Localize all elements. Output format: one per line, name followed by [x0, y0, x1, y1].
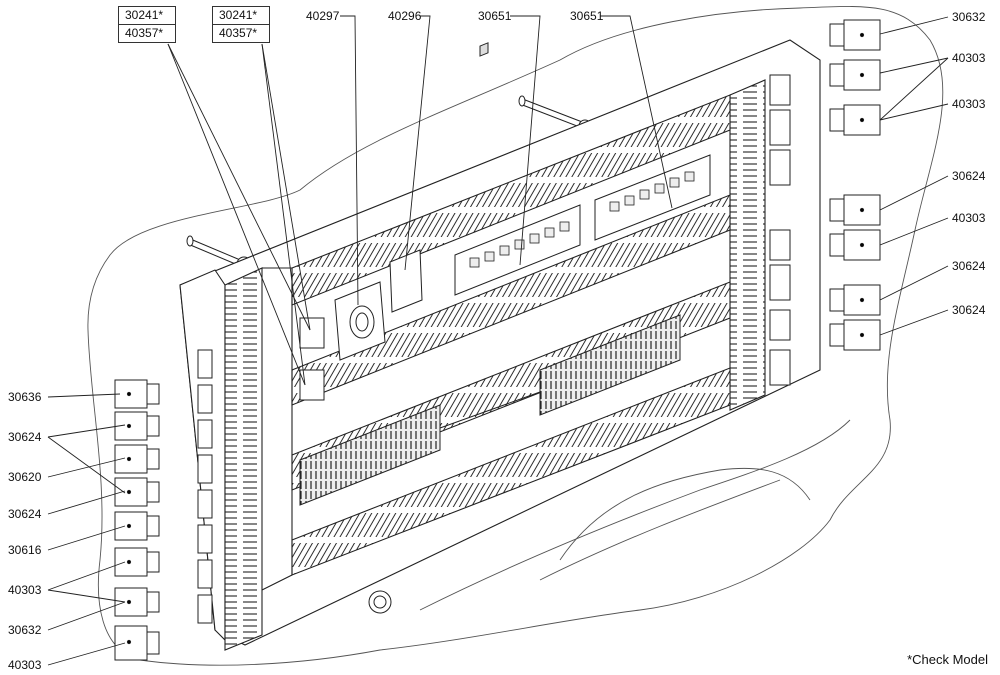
callout-box-1-line1: 30241* — [125, 8, 164, 22]
callout-box-2-line1: 30241* — [219, 8, 258, 22]
callout-box-2-line2: 40357* — [213, 24, 269, 42]
left-label-1: 30636 — [8, 390, 42, 404]
callout-box-2: 30241* 40357* — [212, 6, 270, 43]
background-outline — [87, 6, 944, 666]
right-label-6: 30624 — [952, 259, 986, 273]
left-label-7: 30632 — [8, 623, 42, 637]
right-label-2: 40303 — [952, 51, 986, 65]
callout-box-1: 30241* 40357* — [118, 6, 176, 43]
callout-box-1-line2: 40357* — [119, 24, 175, 42]
right-label-5: 40303 — [952, 211, 986, 225]
left-label-8: 40303 — [8, 658, 42, 672]
top-label-2: 40296 — [388, 9, 422, 23]
top-label-1: 40297 — [306, 9, 340, 23]
check-model-note: *Check Model — [907, 652, 988, 667]
right-label-1: 30632 — [952, 10, 986, 24]
right-plugs — [829, 19, 881, 351]
right-label-3: 40303 — [952, 97, 986, 111]
right-label-7: 30624 — [952, 303, 986, 317]
left-plugs — [114, 379, 160, 661]
right-label-4: 30624 — [952, 169, 986, 183]
circuit-boards — [299, 42, 711, 401]
enclosure — [179, 39, 821, 651]
left-label-5: 30616 — [8, 543, 42, 557]
left-label-6: 40303 — [8, 583, 42, 597]
top-label-3: 30651 — [478, 9, 512, 23]
leader-lines — [47, 15, 949, 666]
terminal-strips — [299, 314, 681, 506]
left-label-4: 30624 — [8, 507, 42, 521]
right-connector-column — [769, 74, 791, 386]
left-connector-column — [197, 349, 213, 624]
top-label-4: 30651 — [570, 9, 604, 23]
left-label-3: 30620 — [8, 470, 42, 484]
left-label-2: 30624 — [8, 430, 42, 444]
